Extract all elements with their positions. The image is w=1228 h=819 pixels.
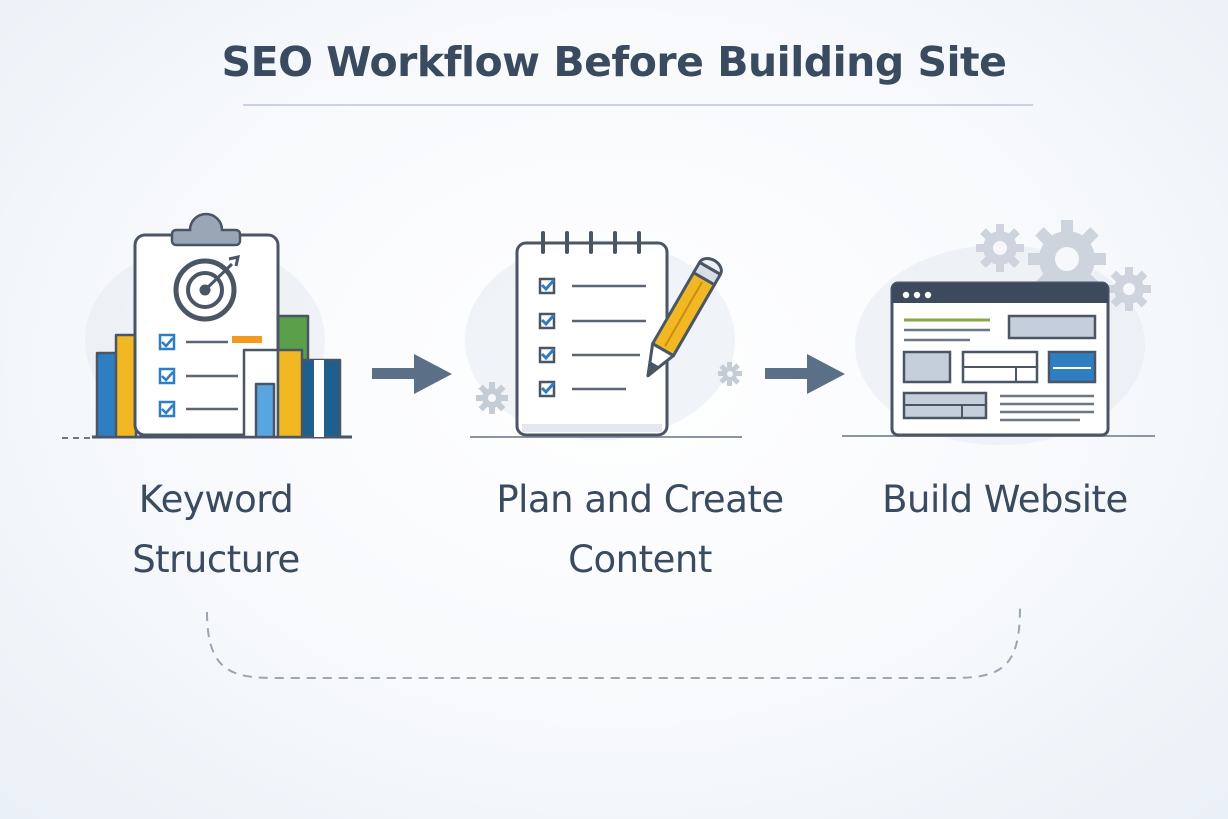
notepad-checklist — [538, 277, 646, 398]
gear-icon — [1107, 267, 1151, 311]
gear-icon — [718, 362, 742, 386]
browser-content — [902, 314, 1097, 422]
browser-titlebar — [892, 283, 1108, 303]
bar-figure — [242, 348, 304, 439]
clipboard-target-icon — [62, 212, 352, 439]
notepad-spiral — [541, 231, 641, 254]
clipboard-checklist — [158, 333, 262, 418]
arrow-icon — [372, 354, 452, 394]
notepad-pencil-icon — [470, 231, 742, 438]
loop-connector — [206, 607, 1021, 680]
step-label-line: Keyword — [138, 478, 294, 521]
step-label-plan-content: Plan and Create Content — [470, 470, 810, 590]
page-title: SEO Workflow Before Building Site — [221, 38, 1007, 86]
step-label-line: Content — [568, 538, 712, 581]
gear-icon — [976, 224, 1024, 272]
step-label-build-website: Build Website — [850, 470, 1160, 530]
target-icon — [173, 255, 240, 322]
pencil-icon — [646, 256, 723, 378]
notepad-body — [515, 241, 669, 437]
step-label-line: Plan and Create — [496, 478, 784, 521]
books-left — [95, 333, 138, 439]
gear-icon — [1028, 220, 1106, 298]
step-label-line: Structure — [132, 538, 300, 581]
arrow-icon — [765, 354, 845, 394]
title-underline — [243, 104, 1033, 106]
step-label-line: Build Website — [882, 478, 1128, 521]
gear-icon — [476, 382, 508, 414]
clipboard-clip — [170, 212, 242, 247]
browser-window-icon — [842, 220, 1155, 437]
step-label-keyword-structure: Keyword Structure — [76, 470, 356, 590]
